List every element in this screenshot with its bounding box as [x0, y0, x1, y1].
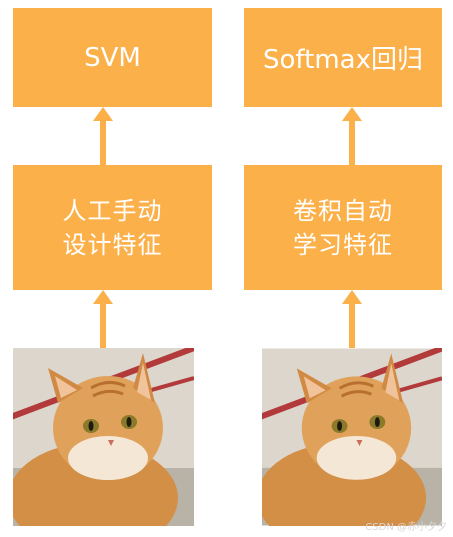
- manual-feature-box: 人工手动 设计特征: [13, 165, 212, 290]
- learned-feature-box: 卷积自动 学习特征: [244, 165, 442, 290]
- cat-photo: [13, 348, 194, 526]
- up-arrow-icon: [342, 290, 362, 348]
- learned-feature-line1: 卷积自动: [293, 196, 393, 225]
- svm-box: SVM: [13, 8, 212, 107]
- learned-feature-line2: 学习特征: [293, 230, 393, 259]
- manual-feature-line2: 设计特征: [62, 230, 163, 259]
- manual-feature-line1: 人工手动: [62, 196, 163, 225]
- svm-label: SVM: [84, 42, 141, 73]
- up-arrow-icon: [342, 107, 362, 165]
- cat-photo: [262, 348, 442, 526]
- watermark: CSDN @赤小夕夕: [365, 522, 447, 533]
- up-arrow-icon: [93, 290, 113, 348]
- up-arrow-icon: [93, 107, 113, 165]
- softmax-box: Softmax回归: [244, 8, 442, 107]
- softmax-label: Softmax回归: [263, 45, 423, 75]
